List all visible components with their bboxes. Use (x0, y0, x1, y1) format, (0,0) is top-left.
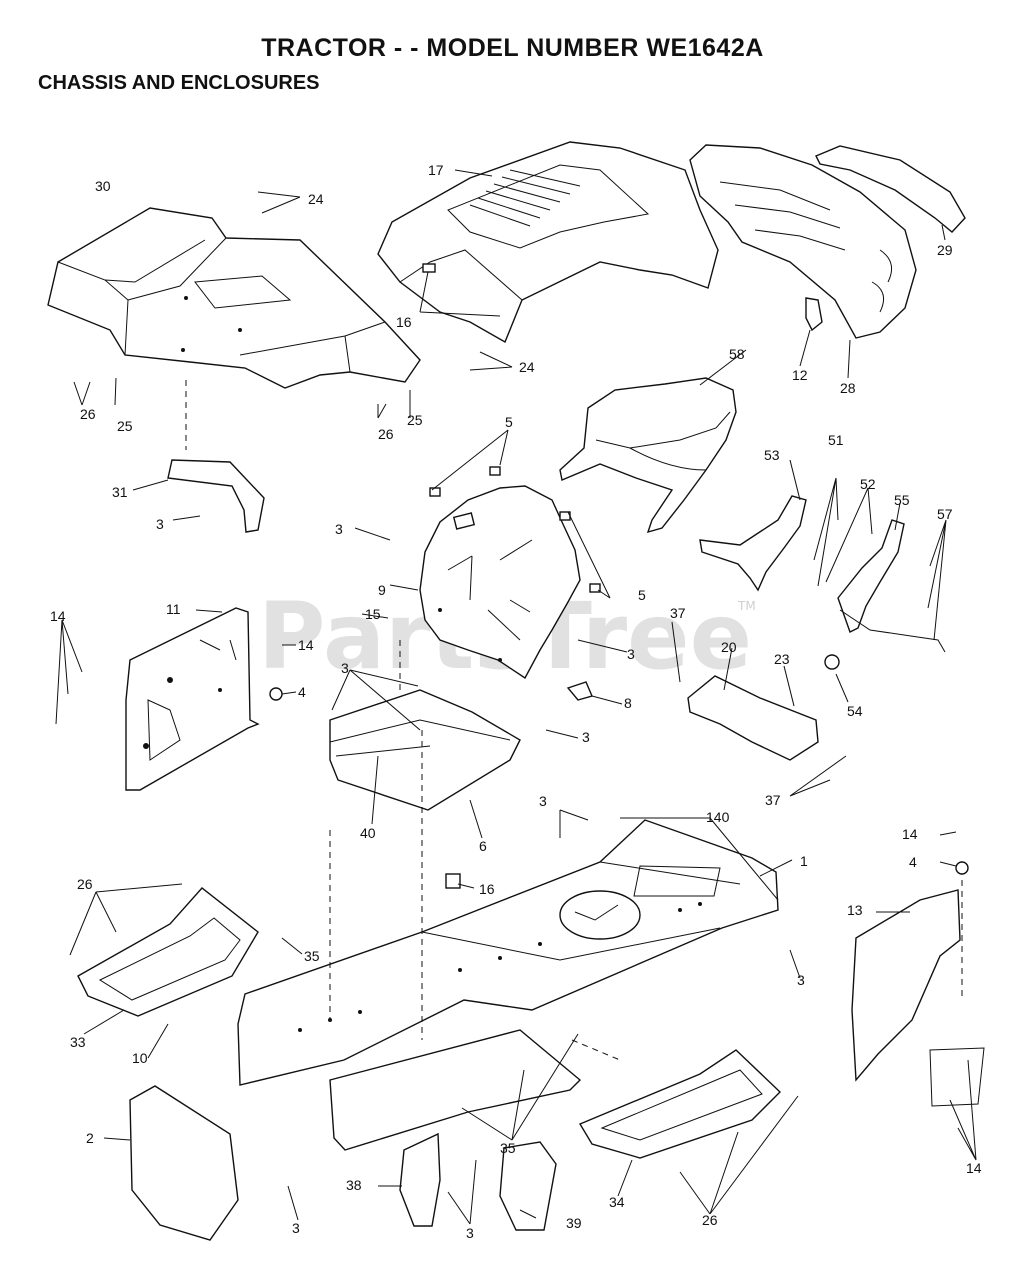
callout-3: 3 (627, 646, 635, 662)
callout-8: 8 (624, 695, 632, 711)
callout-3: 3 (335, 521, 343, 537)
callout-2: 2 (86, 1130, 94, 1146)
callout-55: 55 (894, 492, 910, 508)
callout-30: 30 (95, 178, 111, 194)
callout-52: 52 (860, 476, 876, 492)
callout-24: 24 (519, 359, 535, 375)
part-brackets-38-39 (399, 1132, 557, 1231)
callout-29: 29 (937, 242, 953, 258)
callout-14: 14 (298, 637, 314, 653)
callout-15: 15 (365, 606, 381, 622)
callout-14: 14 (966, 1160, 982, 1176)
callout-3: 3 (539, 793, 547, 809)
callout-34: 34 (609, 1194, 625, 1210)
callout-26: 26 (77, 876, 93, 892)
callout-3: 3 (466, 1225, 474, 1241)
callout-58: 58 (729, 346, 745, 362)
callout-25: 25 (117, 418, 133, 434)
callout-26: 26 (378, 426, 394, 442)
callout-1: 1 (800, 853, 808, 869)
callout-4: 4 (909, 854, 917, 870)
callout-3: 3 (156, 516, 164, 532)
callout-28: 28 (840, 380, 856, 396)
callout-26: 26 (702, 1212, 718, 1228)
callout-38: 38 (346, 1177, 362, 1193)
callout-26: 26 (80, 406, 96, 422)
diagram-title: TRACTOR - - MODEL NUMBER WE1642A (261, 34, 764, 62)
part-frame-rail (129, 1029, 582, 1241)
callout-3: 3 (582, 729, 590, 745)
callout-31: 31 (112, 484, 128, 500)
callout-39: 39 (566, 1215, 582, 1231)
callout-24: 24 (308, 191, 324, 207)
callout-12: 12 (792, 367, 808, 383)
callout-9: 9 (378, 582, 386, 598)
part-floor-plate (329, 689, 521, 811)
watermark-trademark: TM (737, 599, 756, 613)
diagram-subtitle: CHASSIS AND ENCLOSURES (38, 72, 320, 94)
callout-13: 13 (847, 902, 863, 918)
part-heat-shield (559, 377, 737, 534)
callout-54: 54 (847, 703, 863, 719)
callout-14: 14 (902, 826, 918, 842)
part-fender (47, 207, 421, 389)
callout-4: 4 (298, 684, 306, 700)
callout-labels: 30 24 17 16 29 24 12 28 26 25 26 25 58 5… (50, 162, 982, 1241)
callout-51: 51 (828, 432, 844, 448)
callout-20: 20 (721, 639, 737, 655)
part-right-panel (851, 889, 985, 1107)
part-footrest-right (578, 1049, 782, 1159)
part-left-panel (125, 607, 260, 791)
callout-35: 35 (500, 1140, 516, 1156)
callout-35: 35 (304, 948, 320, 964)
callout-25: 25 (407, 412, 423, 428)
part-footrest-left (77, 887, 259, 1017)
callout-5: 5 (638, 587, 646, 603)
callout-5: 5 (505, 414, 513, 430)
callout-14: 14 (50, 608, 66, 624)
part-main-frame (237, 819, 779, 1086)
callout-16: 16 (479, 881, 495, 897)
hardware-small-parts (269, 466, 969, 889)
assembly-lines (185, 380, 963, 1061)
part-side-brackets (699, 495, 946, 653)
part-dash-panel (419, 485, 581, 680)
callout-10: 10 (132, 1050, 148, 1066)
callout-40: 40 (360, 825, 376, 841)
part-grille (689, 144, 966, 339)
callout-33: 33 (70, 1034, 86, 1050)
callout-leaders (55, 169, 977, 1225)
callout-11: 11 (166, 601, 181, 617)
callout-140: 140 (706, 809, 730, 825)
part-bracket (167, 459, 265, 533)
callout-3: 3 (292, 1220, 300, 1236)
callout-3: 3 (341, 660, 349, 676)
callout-16: 16 (396, 314, 412, 330)
callout-37: 37 (670, 605, 686, 621)
part-hood (377, 141, 719, 344)
callout-23: 23 (774, 651, 790, 667)
callout-17: 17 (428, 162, 444, 178)
callout-37: 37 (765, 792, 781, 808)
callout-57: 57 (937, 506, 953, 522)
part-platform (687, 675, 819, 761)
callout-3-frame: 3 (797, 972, 805, 988)
callout-53: 53 (764, 447, 780, 463)
callout-6: 6 (479, 838, 487, 854)
